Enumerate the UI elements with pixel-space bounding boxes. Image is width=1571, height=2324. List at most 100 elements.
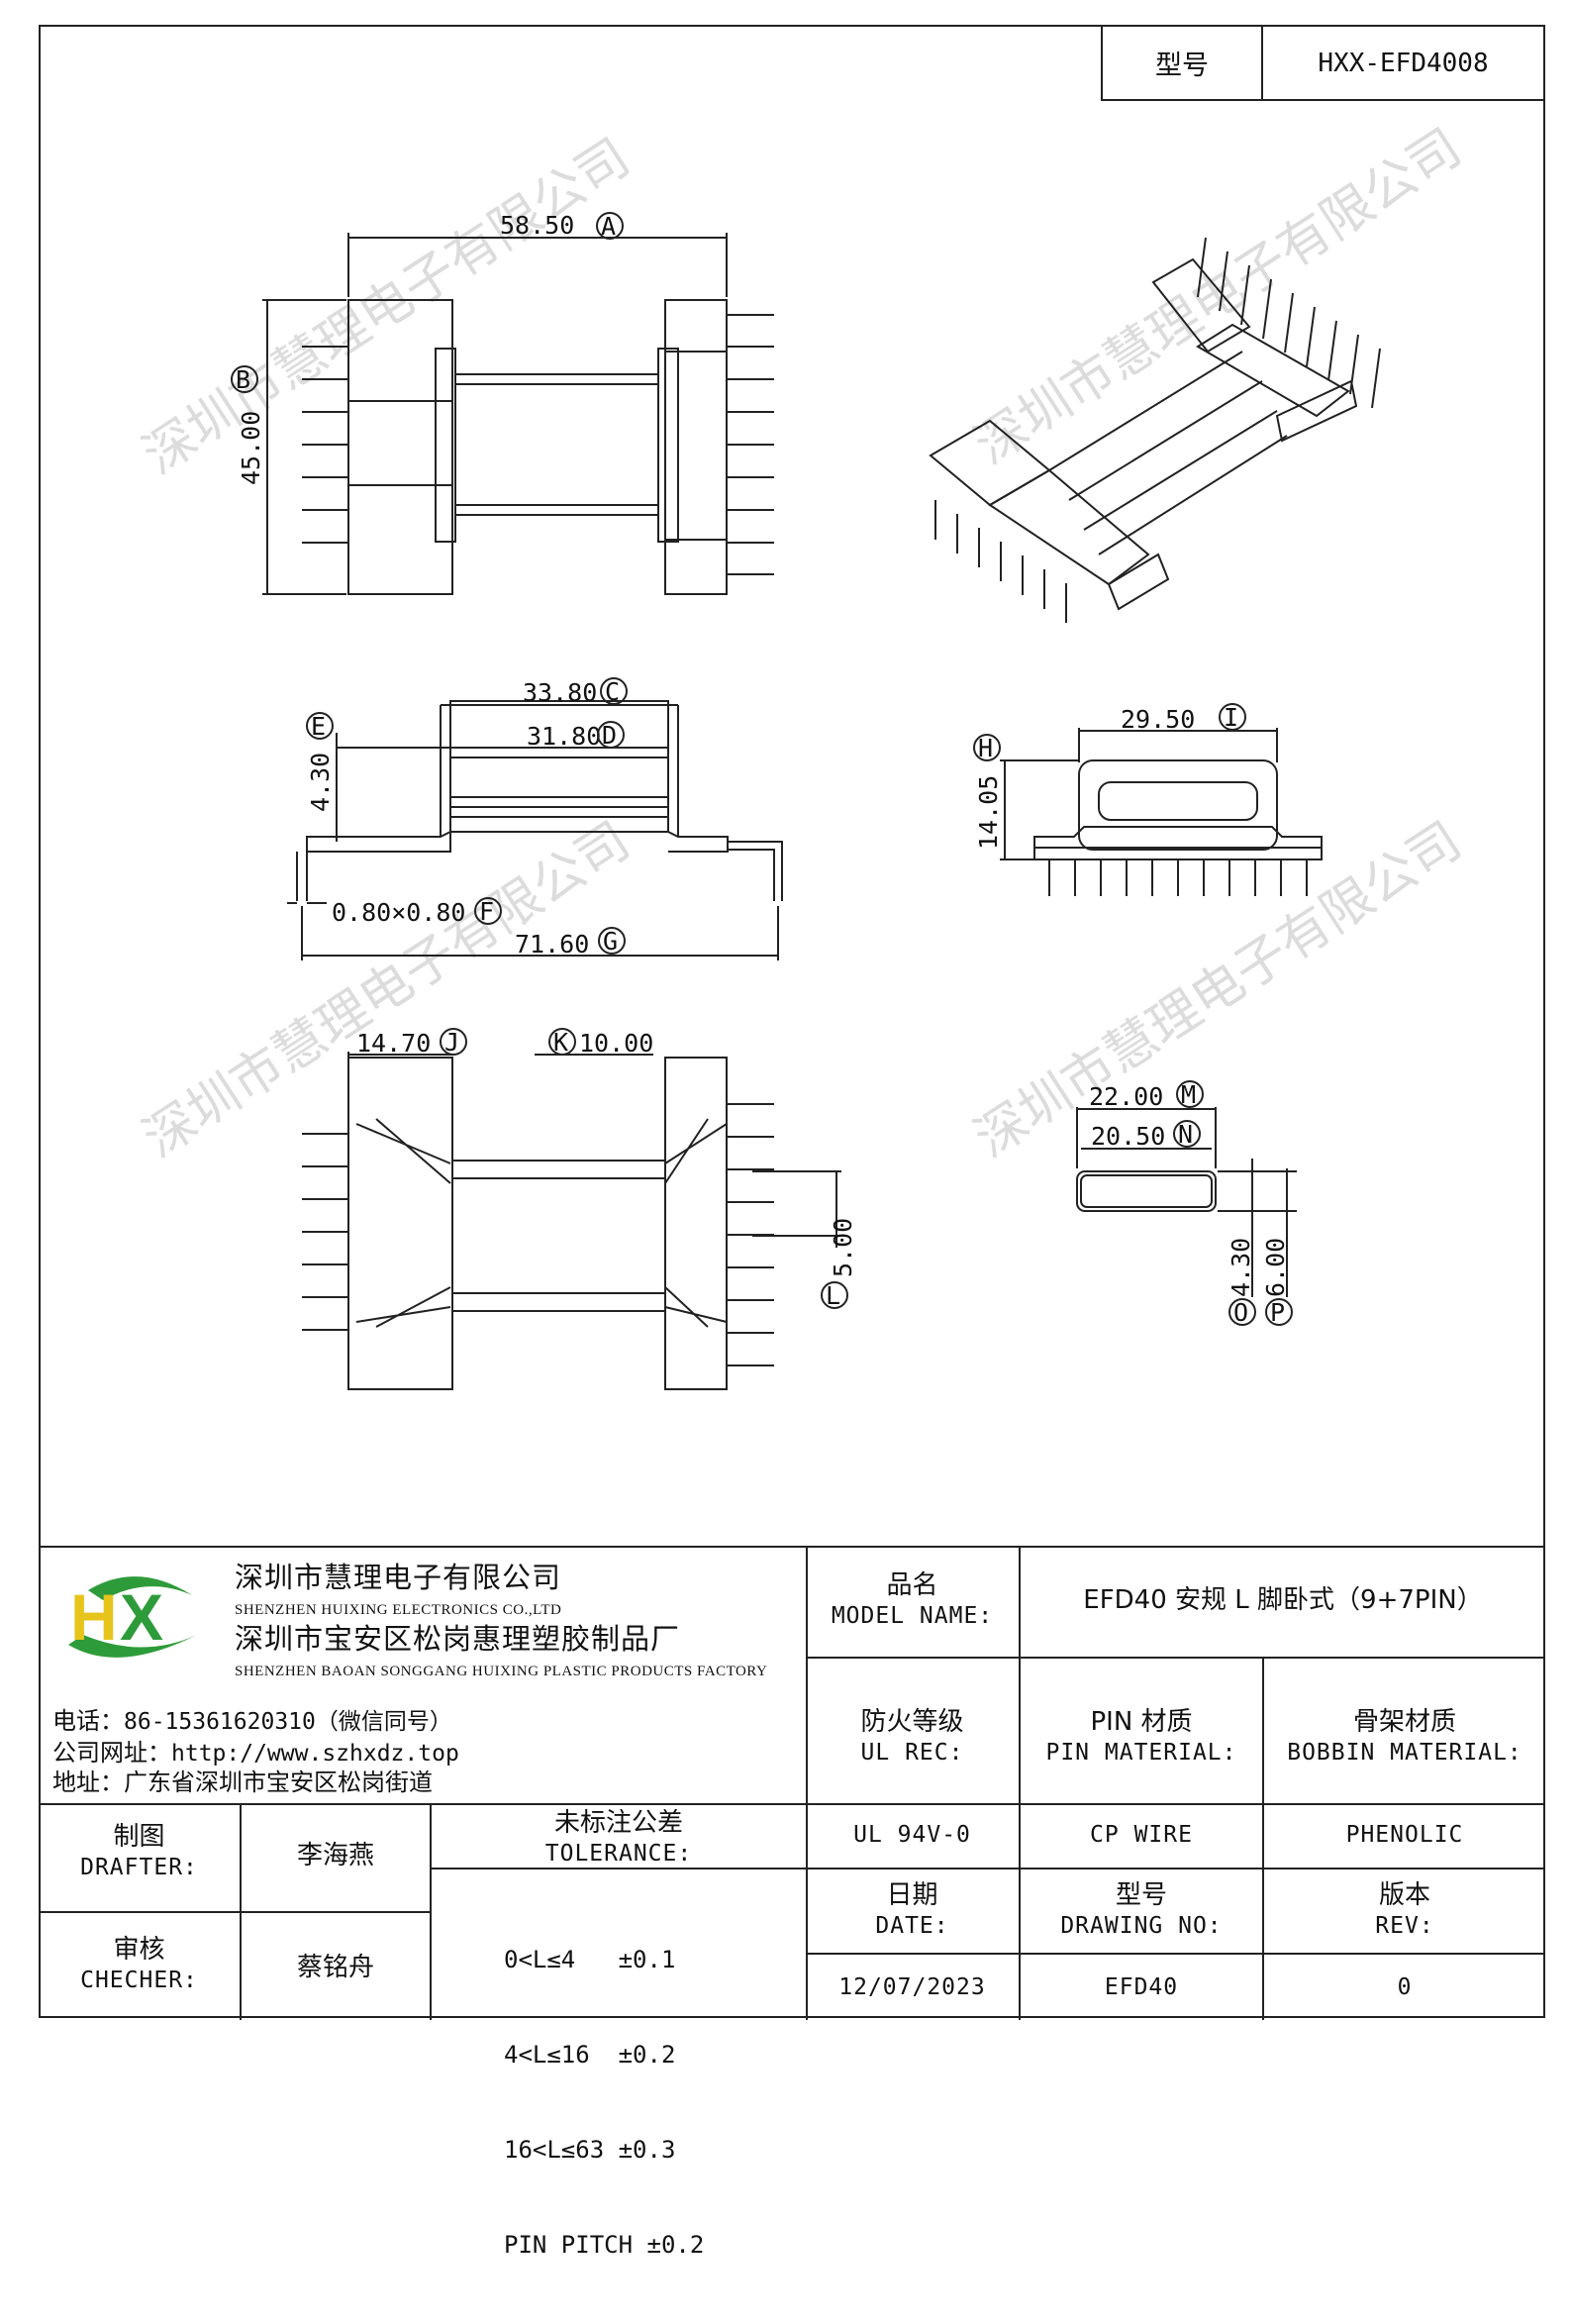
dim-o-letter: O	[1233, 1298, 1248, 1327]
checker-cn: 审核	[113, 1935, 165, 1965]
dim-c-letter: C	[605, 677, 620, 706]
dim-g-letter: G	[603, 927, 618, 956]
watermark-group: 深圳市慧理电子有限公司 深圳市慧理电子有限公司 深圳市慧理电子有限公司 深圳市慧…	[133, 118, 1471, 1169]
profile-view: 22.00 M 20.50 N 4.30 6.00 O P	[1076, 1080, 1297, 1327]
phone-value: 86-15361620310（微信同号）	[124, 1709, 452, 1735]
iso-pin-line	[1349, 334, 1359, 395]
rev-en: REV:	[1375, 1912, 1434, 1939]
dim-f-letter: F	[479, 897, 494, 926]
dim-j-label: 14.70	[356, 1029, 431, 1058]
web-label: 公司网址：	[52, 1739, 171, 1767]
drafter-value: 李海燕	[296, 1841, 374, 1870]
rev-header: 版本 REV:	[1264, 1879, 1545, 1940]
company-name-en-2: SHENZHEN BAOAN SONGGANG HUIXING PLASTIC …	[235, 1664, 768, 1679]
bottom-view: 14.70 J K 10.00 5.00 L	[302, 1028, 857, 1390]
dim-n-label: 20.50	[1091, 1122, 1165, 1151]
drawing-frame	[39, 25, 1545, 2018]
dim-e-label: 4.30	[306, 753, 335, 812]
drafter-header: 制图 DRAFTER:	[39, 1821, 240, 1881]
address-label: 地址：	[52, 1768, 124, 1796]
watermark-1: 深圳市慧理电子有限公司	[133, 128, 639, 486]
iso-pin-line	[1197, 237, 1207, 298]
company-name-en-1: SHENZHEN HUIXING ELECTRONICS CO.,LTD	[235, 1602, 562, 1618]
company-logo: H X	[68, 1576, 197, 1658]
model-header-box: 型号 HXX-EFD4008	[1101, 25, 1545, 101]
tolerance-row: PIN PITCH ±0.2	[504, 2231, 705, 2259]
company-name-cn-2: 深圳市宝安区松岗惠理塑胶制品厂	[235, 1622, 681, 1656]
web-value: http://www.szhxdz.top	[171, 1741, 459, 1767]
iso-pin-line	[1371, 348, 1381, 409]
iso-pin-line	[1306, 306, 1316, 367]
dim-i-letter: I	[1224, 703, 1238, 732]
model-name-cn: 品名	[886, 1570, 938, 1600]
side-view: 33.80 C 31.80 D 4.30 E 0.80×0.80 F 71.60…	[287, 677, 783, 960]
date-cn: 日期	[886, 1880, 938, 1910]
bobbin-material-en: BOBBIN MATERIAL:	[1287, 1739, 1522, 1766]
dim-k-letter: K	[553, 1028, 568, 1057]
dim-p-letter: P	[1270, 1298, 1285, 1327]
bobbin-material-value: PHENOLIC	[1345, 1822, 1464, 1848]
model-name-en: MODEL NAME:	[831, 1602, 994, 1629]
dim-h-letter: H	[978, 734, 993, 762]
tolerance-row: 16<L≤63 ±0.3	[504, 2136, 676, 2164]
ul-rec-header: 防火等级 UL REC:	[806, 1706, 1019, 1767]
isometric-view	[929, 237, 1381, 623]
model-name-header: 品名 MODEL NAME:	[806, 1569, 1019, 1630]
top-view: 58.50 A 45.00 B	[231, 211, 774, 595]
dim-f-label: 0.80×0.80	[332, 898, 465, 927]
contact-web: 公司网址：http://www.szhxdz.top	[52, 1738, 459, 1768]
drawing-no-en: DRAWING NO:	[1060, 1912, 1223, 1939]
pin-material-en: PIN MATERIAL:	[1045, 1739, 1237, 1766]
address-value: 广东省深圳市宝安区松岗街道	[124, 1768, 433, 1796]
dim-l-letter: L	[826, 1281, 840, 1310]
date-value: 12/07/2023	[838, 1974, 986, 2000]
tolerance-list: 0<L≤4 ±0.1 4<L≤16 ±0.2 16<L≤63 ±0.3 PIN …	[504, 1880, 704, 2324]
checker-value: 蔡铭舟	[296, 1953, 374, 1982]
drawing-no-header: 型号 DRAWING NO:	[1021, 1879, 1262, 1940]
dim-b-letter: B	[236, 365, 250, 394]
technical-drawing: 深圳市慧理电子有限公司 深圳市慧理电子有限公司 深圳市慧理电子有限公司 深圳市慧…	[133, 118, 1472, 1390]
dim-a-label: 58.50	[500, 211, 574, 240]
drawing-no-value: EFD40	[1104, 1974, 1179, 2000]
pin-material-value: CP WIRE	[1090, 1822, 1193, 1848]
drafter-en: DRAFTER:	[80, 1854, 198, 1880]
dim-h-label: 14.05	[974, 775, 1003, 850]
watermark-2: 深圳市慧理电子有限公司	[964, 118, 1471, 476]
drafter-cn: 制图	[113, 1822, 165, 1852]
iso-pin-line	[1284, 292, 1294, 354]
dim-o-label: 4.30	[1227, 1238, 1255, 1297]
checker-header: 审核 CHECHER:	[39, 1934, 240, 1994]
logo-x: X	[120, 1580, 163, 1654]
rev-value: 0	[1397, 1974, 1413, 2000]
model-label: 型号	[1103, 27, 1263, 99]
phone-label: 电话：	[52, 1707, 124, 1735]
dim-c-label: 33.80	[523, 678, 597, 707]
ul-rec-cn: 防火等级	[860, 1707, 964, 1737]
dim-d-label: 31.80	[527, 722, 601, 751]
dim-j-letter: J	[444, 1028, 459, 1057]
date-en: DATE:	[875, 1912, 949, 1939]
dim-m-letter: M	[1181, 1080, 1196, 1109]
pin-material-header: PIN 材质 PIN MATERIAL:	[1021, 1706, 1262, 1767]
dim-i-label: 29.50	[1121, 705, 1195, 734]
tolerance-row: 4<L≤16 ±0.2	[504, 2041, 676, 2069]
contact-phone: 电话：86-15361620310（微信同号）	[52, 1706, 452, 1737]
tolerance-row: 0<L≤4 ±0.1	[504, 1946, 676, 1973]
iso-pin-line	[1240, 264, 1250, 326]
dim-n-letter: N	[1178, 1120, 1193, 1149]
checker-en: CHECHER:	[80, 1967, 198, 1993]
dim-d-letter: D	[602, 721, 617, 750]
iso-pin-line	[1219, 251, 1228, 312]
front-view: 29.50 I 14.05 H	[973, 703, 1323, 896]
watermark-4: 深圳市慧理电子有限公司	[964, 811, 1471, 1169]
ul-rec-value: UL 94V-0	[853, 1822, 971, 1848]
iso-pin-line	[1327, 320, 1337, 381]
date-header: 日期 DATE:	[806, 1879, 1019, 1940]
iso-pin-line	[1262, 278, 1272, 340]
tolerance-header: 未标注公差 TOLERANCE:	[432, 1807, 806, 1868]
bobbin-material-header: 骨架材质 BOBBIN MATERIAL:	[1264, 1706, 1545, 1767]
dim-l-label: 5.00	[829, 1218, 857, 1277]
model-value: HXX-EFD4008	[1318, 48, 1489, 78]
model-name-value: EFD40 安规 L 脚卧式（9+7PIN）	[1083, 1585, 1483, 1615]
dim-p-label: 6.00	[1261, 1238, 1290, 1297]
